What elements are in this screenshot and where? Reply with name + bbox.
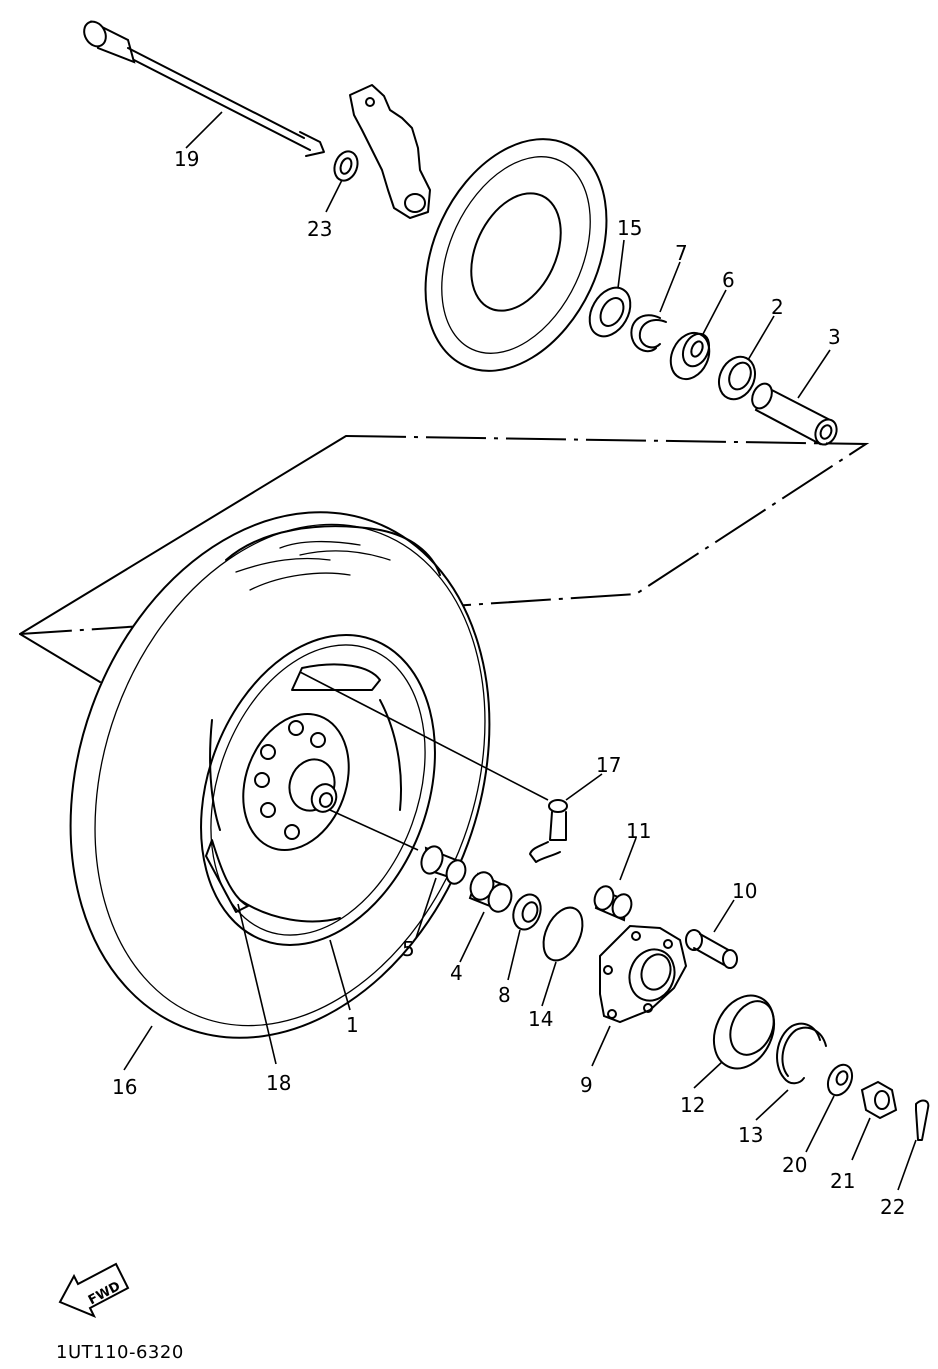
bearing-6 bbox=[669, 331, 711, 381]
callout-19: 19 bbox=[174, 147, 199, 171]
callout-2: 2 bbox=[771, 295, 784, 319]
collar-11 bbox=[593, 885, 633, 922]
oil-seal-15 bbox=[588, 286, 632, 338]
fwd-arrow-icon: FWD bbox=[58, 1262, 130, 1318]
brake-disc bbox=[424, 138, 608, 372]
callout-20: 20 bbox=[782, 1153, 807, 1177]
callout-12: 12 bbox=[680, 1093, 705, 1117]
caliper-bracket bbox=[349, 84, 431, 219]
circlip-7 bbox=[630, 314, 667, 353]
o-ring-14 bbox=[542, 906, 584, 962]
collar-5 bbox=[420, 845, 467, 885]
leader-lines bbox=[123, 111, 917, 1191]
washer-23 bbox=[333, 150, 359, 182]
callout-23: 23 bbox=[307, 217, 332, 241]
callout-15: 15 bbox=[617, 216, 642, 240]
callout-17: 17 bbox=[596, 753, 621, 777]
assembly-plane bbox=[19, 435, 870, 683]
diagram-code: 1UT110-6320 bbox=[56, 1342, 184, 1363]
callout-10: 10 bbox=[732, 879, 757, 903]
clutch-hub-9 bbox=[599, 924, 688, 1024]
callout-16: 16 bbox=[112, 1075, 137, 1099]
washer-20 bbox=[826, 1063, 854, 1097]
callout-4: 4 bbox=[450, 961, 463, 985]
bolt-10 bbox=[685, 929, 738, 969]
callout-13: 13 bbox=[738, 1123, 763, 1147]
bearing-2 bbox=[718, 355, 756, 401]
callout-21: 21 bbox=[830, 1169, 855, 1193]
callout-5: 5 bbox=[402, 937, 415, 961]
castle-nut-21 bbox=[860, 1080, 898, 1120]
bearing-8 bbox=[512, 893, 542, 931]
callout-3: 3 bbox=[828, 325, 841, 349]
callout-8: 8 bbox=[498, 983, 511, 1007]
callout-11: 11 bbox=[626, 819, 651, 843]
callout-9: 9 bbox=[580, 1073, 593, 1097]
circlip-13 bbox=[776, 1022, 827, 1085]
tire-valve-17 bbox=[529, 799, 568, 863]
wheel-hub bbox=[242, 713, 350, 851]
callout-6: 6 bbox=[722, 268, 735, 292]
callout-22: 22 bbox=[880, 1195, 905, 1219]
callout-18: 18 bbox=[266, 1071, 291, 1095]
spacer-4 bbox=[468, 871, 513, 913]
ring-12 bbox=[712, 994, 776, 1070]
callout-7: 7 bbox=[675, 241, 688, 265]
spacer-3 bbox=[751, 382, 838, 446]
cotter-pin-22 bbox=[915, 1099, 930, 1141]
callout-1: 1 bbox=[346, 1013, 359, 1037]
rear-axle bbox=[83, 20, 325, 157]
callout-14: 14 bbox=[528, 1007, 553, 1031]
